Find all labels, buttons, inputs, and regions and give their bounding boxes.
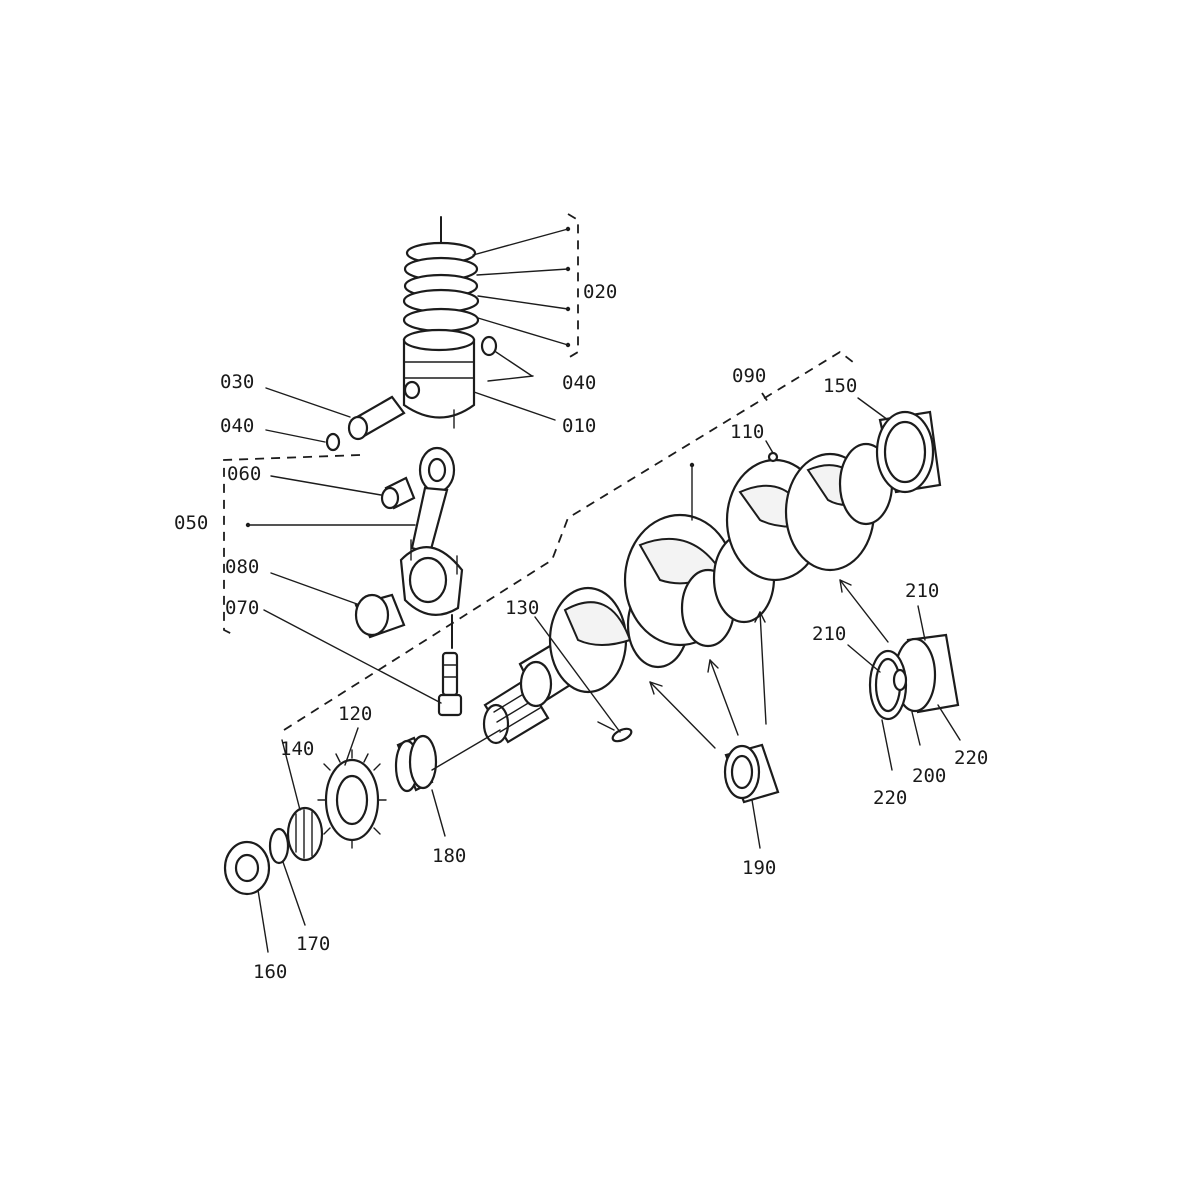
crank-pin-bearing	[354, 593, 406, 639]
label-050: 050	[174, 512, 208, 534]
connecting-rod-bolt	[437, 614, 463, 717]
label-210-top: 210	[905, 580, 939, 602]
label-080: 080	[225, 556, 259, 578]
label-220-right: 220	[954, 747, 988, 769]
label-010: 010	[562, 415, 596, 437]
label-030: 030	[220, 371, 254, 393]
label-190: 190	[742, 857, 776, 879]
piston	[402, 328, 476, 429]
front-oil-seal	[223, 840, 271, 896]
label-220-left: 220	[873, 787, 907, 809]
label-210-left: 210	[812, 623, 846, 645]
label-140: 140	[280, 738, 314, 760]
label-060: 060	[227, 463, 261, 485]
label-170: 170	[296, 933, 330, 955]
rear-oil-seal	[875, 410, 942, 494]
label-130: 130	[505, 597, 539, 619]
piston-pin-clip-left	[325, 432, 341, 452]
gear-collar	[286, 806, 324, 862]
piston-rings	[402, 216, 480, 333]
label-150: 150	[823, 375, 857, 397]
oil-plug	[767, 451, 779, 463]
label-090: 090	[732, 365, 766, 387]
crank-bearing-front	[394, 729, 501, 793]
label-110: 110	[730, 421, 764, 443]
label-160: 160	[253, 961, 287, 983]
label-070: 070	[225, 597, 259, 619]
label-180: 180	[432, 845, 466, 867]
crankshaft	[482, 442, 894, 745]
connecting-rod	[399, 446, 464, 616]
small-end-bushing	[380, 476, 416, 510]
label-040-left: 040	[220, 415, 254, 437]
crank-key	[597, 721, 633, 743]
label-040-right: 040	[562, 372, 596, 394]
piston-pin	[347, 395, 406, 441]
piston-pin-clip-right	[480, 335, 498, 357]
main-bearing-case	[868, 633, 960, 721]
label-120: 120	[338, 703, 372, 725]
o-ring	[268, 827, 290, 865]
label-200: 200	[912, 765, 946, 787]
main-bearing	[723, 743, 780, 804]
label-020: 020	[583, 281, 617, 303]
crank-gear	[317, 749, 387, 849]
